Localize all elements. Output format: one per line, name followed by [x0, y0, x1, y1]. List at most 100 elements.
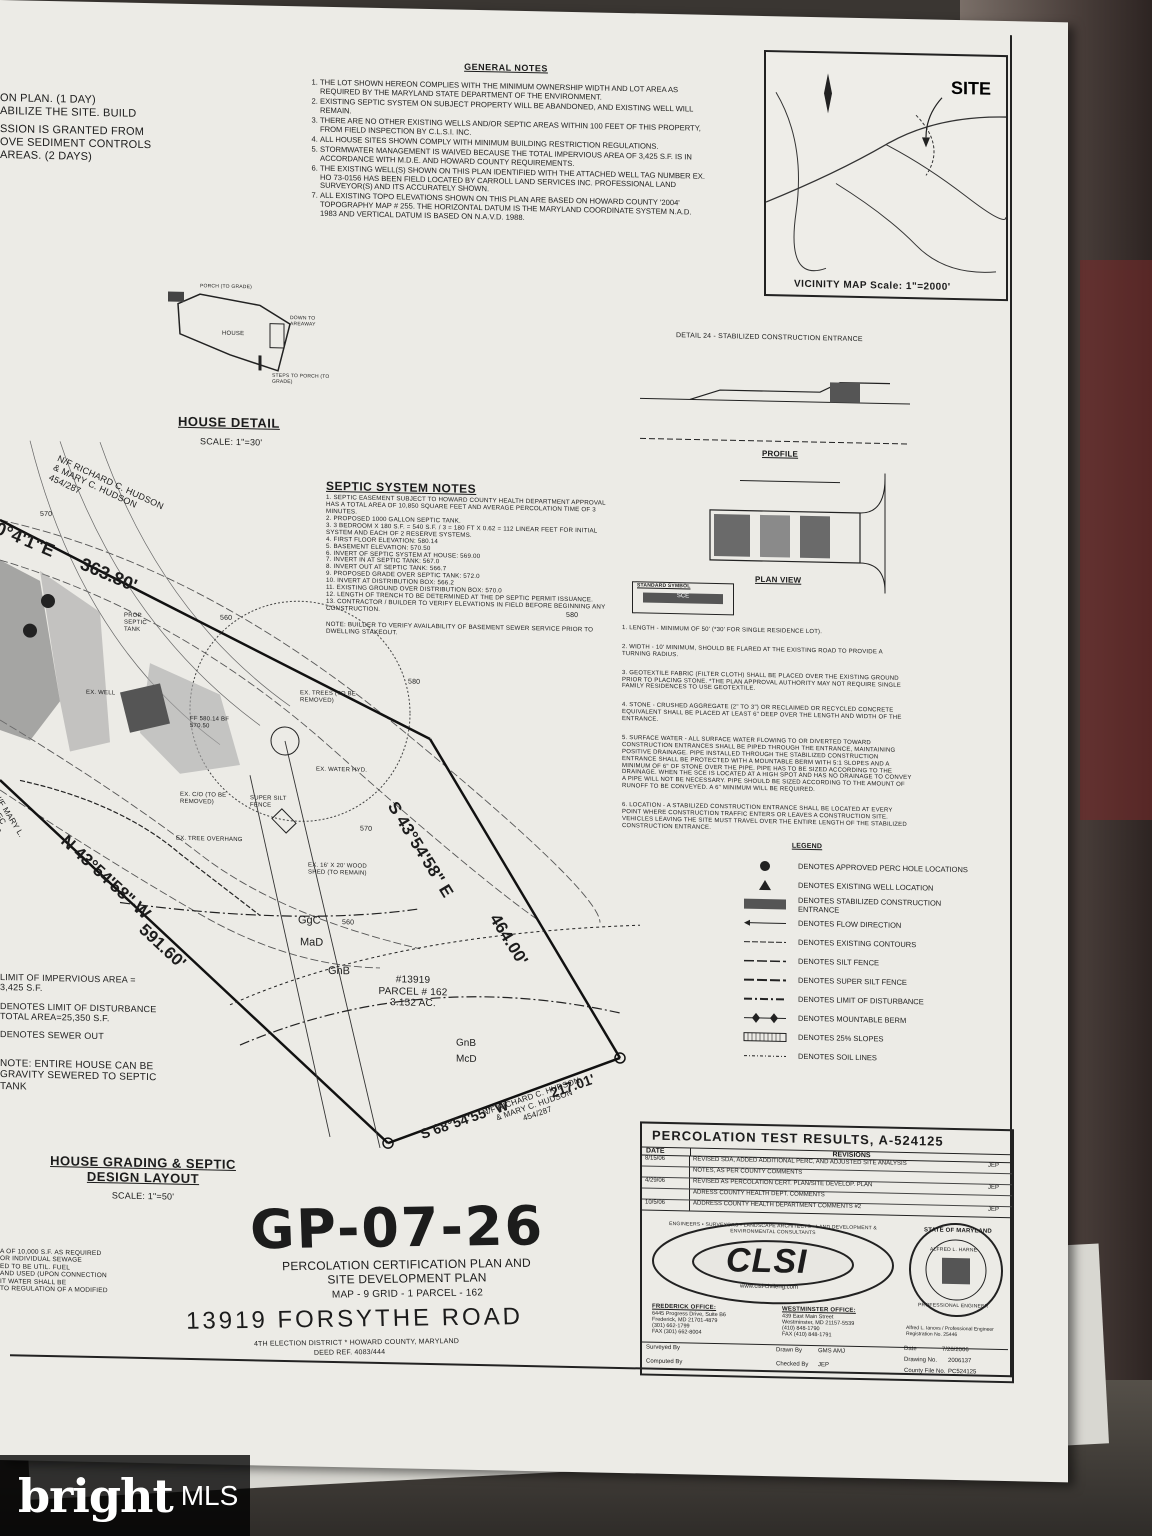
house-footprint — [168, 291, 291, 372]
clsi-logo-badge — [652, 1222, 894, 1305]
house-label: HOUSE — [222, 330, 245, 338]
engineer-name: Alfred L. Ianovs / Professional Engineer… — [906, 1324, 994, 1339]
detail24-note: 4. STONE - CRUSHED AGGREGATE (2" TO 3") … — [622, 702, 902, 723]
title-block-fields: Surveyed By Computed By Drawn By GMS AMJ… — [642, 1341, 1008, 1381]
contour-line-icon — [742, 935, 788, 948]
contour-label: 570 — [40, 510, 53, 519]
house-label-areaway: DOWN TO AREAWAY — [290, 315, 316, 328]
callout-trees: EX. TREES (TO BE REMOVED) — [300, 690, 356, 704]
plan-left-note: LIMIT OF IMPERVIOUS AREA = 3,425 S.F. — [0, 972, 136, 994]
parcel-area: 3.152 AC. — [390, 997, 436, 1010]
clsi-logo: CLSI Engineers • Surveyors • Landscape A… — [648, 1218, 898, 1309]
westminster-office: WESTMINSTER OFFICE: 439 East Main Street… — [782, 1306, 902, 1339]
plan-left-note: DENOTES SEWER OUT — [0, 1029, 104, 1042]
house-detail-title: HOUSE DETAIL — [178, 413, 280, 431]
legend-row: DENOTES 25% SLOPES — [742, 1027, 972, 1051]
surveyed-by-label: Surveyed By — [646, 1344, 681, 1352]
legend-row: DENOTES EXISTING CONTOURS — [742, 932, 972, 956]
callout-shed: EX. 16' x 20' WOOD SHED (TO REMAIN) — [308, 862, 367, 877]
soil-label: GnB — [456, 1037, 477, 1049]
house-label-porch: PORCH (TO GRADE) — [200, 283, 252, 291]
vicinity-map: SITE VICINITY MAP Scale: 1"=2000' — [764, 50, 1008, 302]
vicinity-map-caption: VICINITY MAP Scale: 1"=2000' — [794, 278, 951, 293]
general-notes-list: THE LOT SHOWN HEREON COMPLIES WITH THE M… — [306, 78, 706, 227]
revision-by — [988, 1174, 1012, 1185]
soil-line-icon — [742, 1049, 788, 1062]
soil-label: GnB — [328, 964, 351, 978]
vicinity-map-drawing: SITE — [765, 73, 1007, 273]
seal-icon — [909, 1223, 1003, 1318]
callout-silt-fence: SUPER SILT FENCE — [250, 795, 287, 809]
detail24-profile-drawing — [640, 381, 910, 445]
standard-symbol-box: STANDARD SYMBOL SCE — [632, 581, 734, 616]
seal-name: ALFRED L. HARNE — [930, 1246, 978, 1254]
contour-label: 570 — [360, 825, 373, 833]
legend: LEGEND DENOTES APPROVED PERC HOLE LOCATI… — [742, 842, 972, 1070]
house-grading-title-block: HOUSE GRADING & SEPTIC DESIGN LAYOUT SCA… — [28, 1153, 258, 1204]
office-address: FAX (410) 848-1791 — [782, 1331, 832, 1339]
legend-row: DENOTES SILT FENCE — [742, 951, 972, 975]
callout-floor-elev: FF 580.14 BF 570.50 — [190, 715, 230, 730]
detail24-note: 5. SURFACE WATER - ALL SURFACE WATER FLO… — [622, 735, 912, 794]
contour-label: 560 — [342, 919, 355, 927]
bright-mls-watermark: bright MLS — [0, 1455, 250, 1536]
well-icon — [742, 878, 788, 891]
gp-number: GP-07-26 — [248, 1194, 546, 1262]
flow-arrow-icon — [742, 916, 788, 929]
drawn-by-label: Drawn By — [776, 1347, 803, 1354]
limit-disturbance-icon — [742, 992, 788, 1005]
revision-date: 8/15/06 — [642, 1155, 690, 1167]
legend-label: DENOTES MOUNTABLE BERM — [798, 1013, 907, 1026]
legend-label: DENOTES SUPER SILT FENCE — [798, 975, 907, 988]
legend-row: DENOTES FLOW DIRECTION — [742, 913, 972, 937]
drawing-no-value: 2006137 — [948, 1357, 972, 1365]
detail24-note: 3. GEOTEXTILE FABRIC (FILTER CLOTH) SHAL… — [622, 669, 901, 693]
revision-by: JEP — [988, 1162, 1000, 1169]
legend-row: DENOTES APPROVED PERC HOLE LOCATIONS — [742, 856, 972, 880]
drawing-no-label: Drawing No. — [904, 1356, 938, 1364]
title-block: PERCOLATION TEST RESULTS, A-524125 DATE … — [640, 1121, 1014, 1384]
plan-sheet: ON PLAN. (1 DAY) ABILIZE THE SITE. BUILD… — [0, 0, 1068, 1482]
checked-by-label: Checked By — [776, 1361, 809, 1368]
soil-label: McD — [456, 1053, 477, 1065]
date-label: Date — [904, 1345, 917, 1353]
site-plan-drawing — [0, 440, 640, 1149]
contour-label: 580 — [408, 678, 421, 686]
legend-label: DENOTES LIMIT OF DISTURBANCE — [798, 994, 924, 1007]
plan-left-note: DENOTES LIMIT OF DISTURBANCE TOTAL AREA=… — [0, 1000, 157, 1024]
date-value: 7/28/2006 — [942, 1346, 969, 1354]
parcel-number: PARCEL # 162 — [378, 985, 448, 998]
legend-label: DENOTES FLOW DIRECTION — [798, 918, 902, 930]
legend-row: DENOTES SOIL LINES — [742, 1046, 972, 1070]
firm-url: www.clsi-civileng.com — [740, 1283, 799, 1291]
revision-date-header: DATE — [642, 1147, 691, 1156]
watermark-suffix: MLS — [180, 1479, 239, 1511]
legend-label: DENOTES STABILIZED CONSTRUCTION ENTRANCE — [798, 895, 942, 915]
firm-name: CLSI — [726, 1241, 808, 1281]
background-red-object — [1080, 260, 1152, 820]
plan-left-note: NOTE: ENTIRE HOUSE CAN BE GRAVITY SEWERE… — [0, 1057, 157, 1093]
detail24-plan-drawing — [709, 473, 886, 594]
computed-by-label: Computed By — [646, 1358, 683, 1366]
callout-well: EX. WELL — [86, 689, 116, 697]
construction-entrance-icon — [742, 897, 788, 910]
callout-tree-overhang: EX. TREE OVERHANG — [176, 835, 243, 844]
legend-row: DENOTES SUPER SILT FENCE — [742, 970, 972, 994]
detail24-note: 2. WIDTH - 10' MINIMUM, SHOULD BE FLARED… — [622, 643, 883, 658]
standard-symbol-label: STANDARD SYMBOL — [637, 582, 691, 590]
soil-label: MaD — [300, 936, 324, 949]
checked-by-value: JEP — [818, 1362, 830, 1369]
parcel-info: #13919 PARCEL # 162 3.152 AC. — [368, 974, 458, 1010]
drawn-by-value: GMS AMJ — [818, 1348, 846, 1355]
callout-cleanout: EX. C/O (TO BE REMOVED) — [180, 791, 227, 806]
legend-label: DENOTES 25% SLOPES — [798, 1032, 884, 1044]
legend-label: DENOTES SOIL LINES — [798, 1051, 877, 1063]
detail24-plan-label: PLAN VIEW — [755, 574, 802, 585]
site-label: SITE — [951, 78, 991, 99]
callout-septic-tank: PROP. SEPTIC TANK — [124, 612, 147, 633]
perc-hole-icon — [742, 859, 788, 872]
contour-label: 580 — [566, 611, 579, 620]
revision-by: JEP — [988, 1206, 1000, 1213]
frederick-office: FREDERICK OFFICE: 6445 Progress Drive, S… — [652, 1304, 772, 1337]
